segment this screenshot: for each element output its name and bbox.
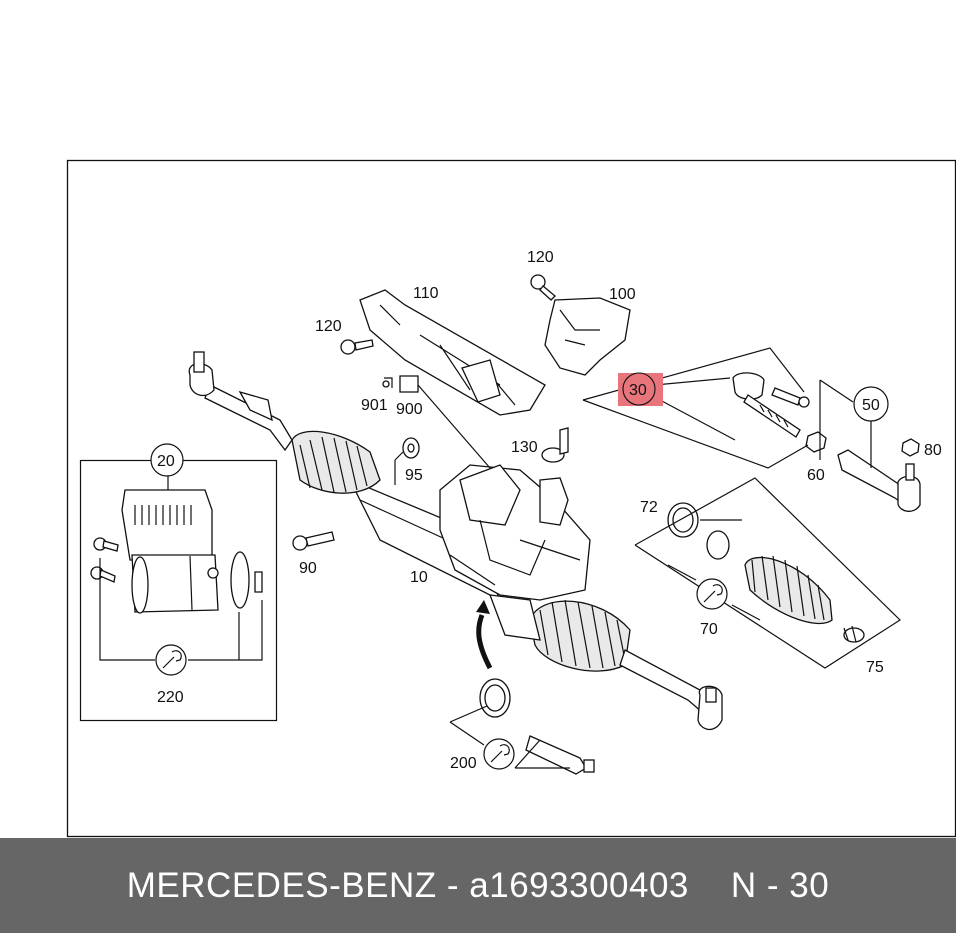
footer-brand: MERCEDES-BENZ	[126, 865, 437, 905]
steering-rack	[188, 351, 723, 731]
callout-circle-20	[150, 443, 184, 477]
label-90: 90	[299, 560, 317, 577]
wrench-icon-220	[155, 644, 187, 676]
callout-circle-30	[622, 372, 656, 406]
label-50: 50	[862, 397, 880, 414]
label-100: 100	[609, 286, 636, 303]
clamp-75	[843, 625, 865, 643]
label-70: 70	[700, 621, 718, 638]
bolt-120-left	[340, 339, 374, 355]
footer-dash: -	[446, 865, 460, 905]
left-bellows	[291, 430, 381, 494]
label-20: 20	[157, 453, 175, 470]
leader-lines	[99, 347, 901, 769]
bellows-70	[744, 555, 833, 625]
label-120-left: 120	[315, 318, 342, 335]
footer-bar: MERCEDES-BENZ - a1693300403 N - 30	[0, 838, 956, 933]
label-110: 110	[413, 285, 439, 302]
label-80: 80	[924, 442, 942, 459]
right-bellows	[529, 599, 631, 672]
label-220: 220	[157, 689, 184, 706]
footer-position: N - 30	[730, 865, 830, 905]
seal-200	[479, 678, 511, 718]
parts-diagram: 10 20 30 50 60 70 72 75 80 90 95 100 110…	[66, 159, 956, 838]
clip-900	[382, 375, 419, 393]
footer-part-number: a1693300403	[469, 865, 689, 905]
washer-95	[402, 437, 420, 459]
part-labels: 10 20 30 50 60 70 72 75 80 90 95 100 110…	[157, 249, 942, 772]
motor-unit-20	[90, 489, 263, 614]
label-30: 30	[629, 382, 647, 399]
assembly-arrow	[476, 614, 493, 670]
label-75: 75	[866, 659, 884, 676]
label-900: 900	[396, 401, 423, 418]
callout-circle-50	[853, 386, 889, 422]
bolt-90	[292, 531, 335, 551]
label-901: 901	[361, 397, 388, 414]
grease-tube	[525, 735, 595, 775]
bolt-120-upper	[530, 274, 556, 301]
label-130: 130	[511, 439, 538, 456]
wrench-icon-70	[696, 578, 728, 610]
label-72: 72	[640, 499, 658, 516]
label-95: 95	[405, 467, 423, 484]
tie-rod-end-50	[837, 449, 921, 512]
label-200: 200	[450, 755, 477, 772]
label-10: 10	[410, 569, 428, 586]
nut-80	[901, 438, 920, 457]
heat-shield-100	[544, 297, 631, 376]
wrench-icon-200	[483, 738, 515, 770]
nut-60	[805, 431, 827, 453]
cap-130	[541, 427, 569, 463]
column-shaft-110	[359, 289, 546, 416]
ring-72	[667, 502, 699, 538]
tie-rod-30	[732, 372, 810, 438]
ring-small	[706, 530, 730, 560]
label-60: 60	[807, 467, 825, 484]
label-120-upper: 120	[527, 249, 554, 266]
